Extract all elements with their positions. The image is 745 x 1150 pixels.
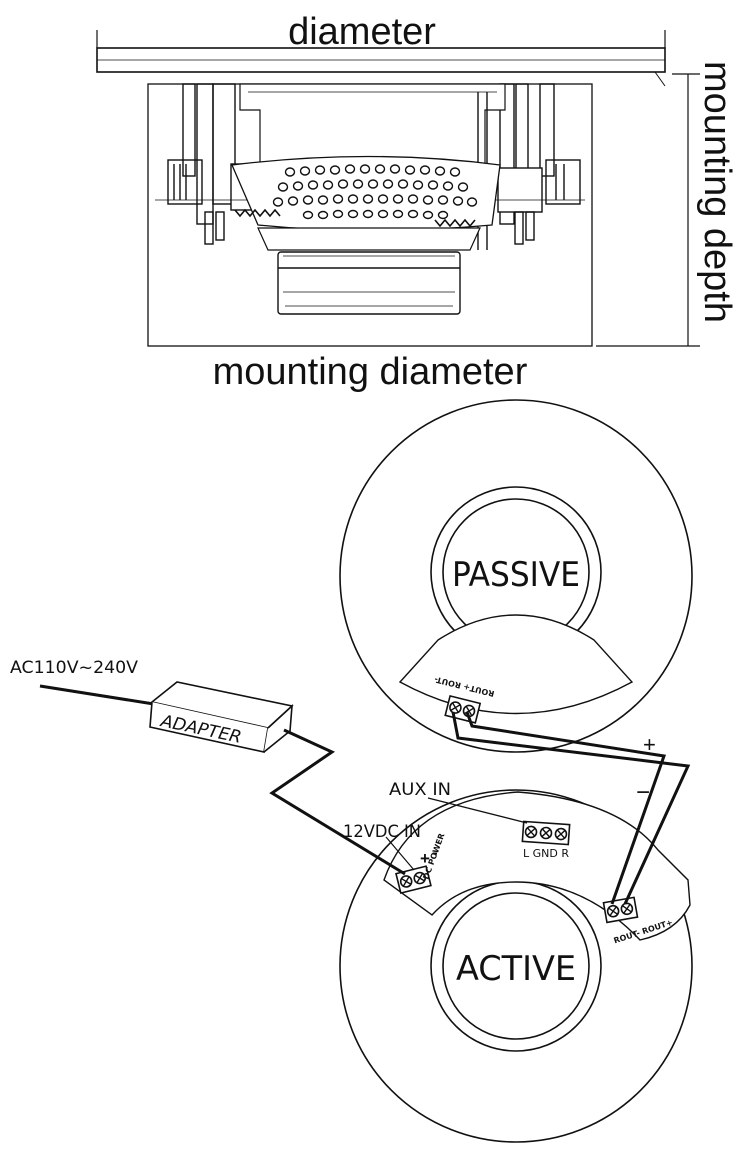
perforated-basket	[231, 155, 501, 232]
active-speaker-dome	[442, 892, 590, 1040]
positive-polarity-label: +	[643, 732, 656, 757]
dc-in-lead	[385, 836, 415, 871]
speaker-cable-negative	[465, 711, 667, 905]
speaker-out-terminal-block[interactable]	[602, 896, 639, 924]
mounting-depth-label: mounting depth	[696, 61, 738, 323]
diameter-label: diameter	[288, 11, 436, 53]
passive-speaker	[339, 399, 693, 753]
mounting-depth-dimension	[596, 73, 700, 347]
dc-cable	[269, 728, 406, 876]
right-clamp	[455, 83, 585, 245]
passive-speaker-label: PASSIVE	[452, 555, 580, 595]
mains-input-label: AC110V~240V	[10, 658, 138, 678]
dc-minus-label: -	[432, 843, 438, 862]
aux-in-terminal-block[interactable]	[521, 820, 571, 846]
diameter-dimension	[96, 30, 666, 48]
speaker-magnet	[277, 251, 461, 315]
wiring	[39, 681, 691, 905]
power-adapter	[149, 681, 294, 753]
dc-input-label: 12VDC IN	[343, 822, 421, 842]
aux-in-lead	[427, 797, 528, 824]
aux-input-label: AUX IN	[389, 780, 451, 800]
aux-terminal-label: L GND R	[523, 847, 569, 860]
negative-polarity-label: −	[636, 779, 650, 806]
speaker-lower-cone	[257, 227, 481, 251]
speaker-cable-positive	[451, 711, 691, 905]
active-speaker-label: ACTIVE	[456, 949, 576, 989]
mounting-diameter-label: mounting diameter	[213, 351, 528, 393]
dc-plus-label: +	[420, 849, 430, 868]
basket-holes	[234, 164, 478, 228]
mains-cable	[39, 684, 161, 707]
speaker-side-view	[96, 47, 666, 347]
